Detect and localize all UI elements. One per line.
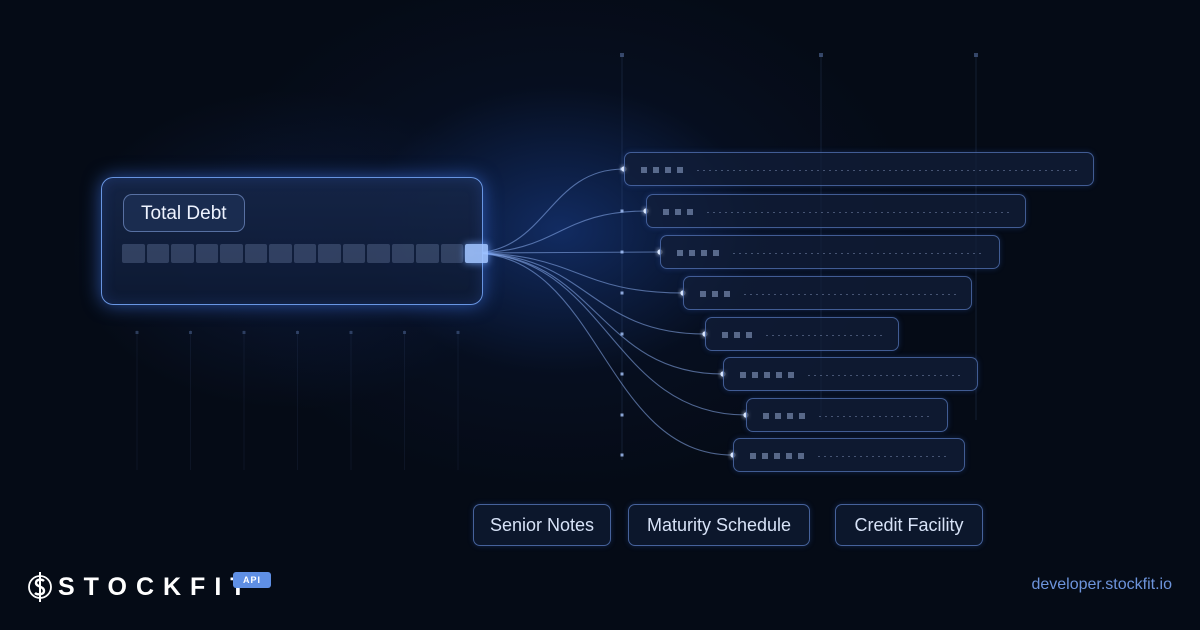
row-dotted-line (816, 455, 950, 457)
row-marker (764, 372, 770, 378)
bar-segment (440, 244, 463, 263)
row-dotted-line (817, 415, 933, 417)
row-dotted-line (764, 334, 884, 336)
connector-tick (620, 413, 624, 417)
row-marker (641, 167, 647, 173)
tag-credit-facility[interactable]: Credit Facility (835, 504, 983, 546)
row-dotted-line (695, 169, 1079, 171)
row-marker (774, 453, 780, 459)
row-marker (663, 209, 669, 215)
grid-guide-marker (403, 331, 406, 334)
row-marker (665, 167, 671, 173)
segment-bar (122, 244, 488, 263)
connector-tick (620, 453, 624, 457)
row-marker (713, 250, 719, 256)
row-marker (677, 167, 683, 173)
row-marker (734, 332, 740, 338)
row-marker (788, 372, 794, 378)
row-marker (799, 413, 805, 419)
row-marker (763, 413, 769, 419)
row-marker (798, 453, 804, 459)
row-dotted-line (705, 211, 1011, 213)
row-marker (653, 167, 659, 173)
bar-segment (367, 244, 390, 263)
grid-guide-marker (296, 331, 299, 334)
brand-logo[interactable]: STOCKFIT (28, 569, 255, 605)
row-marker (740, 372, 746, 378)
row-dotted-line (731, 252, 985, 254)
bar-segment (269, 244, 292, 263)
row-marker (775, 413, 781, 419)
dollar-s-icon (28, 570, 52, 604)
breakdown-row[interactable] (723, 357, 978, 391)
bar-segment (244, 244, 267, 263)
connector-tick (620, 332, 624, 336)
row-marker (722, 332, 728, 338)
row-dotted-line (806, 374, 963, 376)
brand-name: STOCKFIT (58, 572, 255, 601)
bar-segment (416, 244, 439, 263)
row-marker (675, 209, 681, 215)
breakdown-row[interactable] (683, 276, 972, 310)
row-marker (677, 250, 683, 256)
connector-line (470, 252, 734, 456)
grid-guide-marker (349, 331, 353, 334)
grid-guide-marker (135, 331, 139, 334)
total-debt-panel: Total Debt (101, 177, 488, 305)
bar-segment (391, 244, 414, 263)
connector-tick (620, 250, 624, 254)
grid-guide-marker (819, 53, 823, 57)
row-dotted-line (742, 293, 957, 295)
row-marker (752, 372, 758, 378)
breakdown-row[interactable] (660, 235, 1000, 269)
connector-line (470, 168, 625, 254)
breakdown-row[interactable] (746, 398, 948, 432)
row-marker (687, 209, 693, 215)
connector-line (470, 252, 684, 294)
grid-guide-marker (189, 331, 192, 334)
row-marker (786, 453, 792, 459)
api-badge: API (233, 572, 271, 588)
bar-segment (146, 244, 169, 263)
grid-guide-marker (974, 53, 978, 57)
bar-segment (220, 244, 243, 263)
breakdown-row[interactable] (705, 317, 899, 351)
tag-senior-notes[interactable]: Senior Notes (473, 504, 611, 546)
grid-guide-marker (456, 331, 460, 334)
bar-segment (342, 244, 365, 263)
breakdown-row[interactable] (733, 438, 965, 472)
bar-segment (465, 244, 488, 263)
connector-line (470, 252, 724, 375)
row-marker (689, 250, 695, 256)
row-marker (746, 332, 752, 338)
bar-segment (171, 244, 194, 263)
row-marker (724, 291, 730, 297)
row-marker (712, 291, 718, 297)
grid-guide-marker (242, 331, 246, 334)
connector-line (470, 252, 706, 335)
connector-tick (620, 209, 624, 213)
connector-tick (620, 291, 624, 295)
row-marker (776, 372, 782, 378)
connector-line (470, 252, 747, 416)
tag-maturity-schedule[interactable]: Maturity Schedule (628, 504, 810, 546)
row-marker (762, 453, 768, 459)
connector-line (470, 210, 647, 254)
connector-line (470, 251, 661, 254)
bar-segment (318, 244, 341, 263)
bar-segment (293, 244, 316, 263)
breakdown-row[interactable] (646, 194, 1026, 228)
bar-segment (195, 244, 218, 263)
grid-guide-marker (620, 53, 624, 57)
developer-link[interactable]: developer.stockfit.io (1031, 576, 1172, 593)
breakdown-row[interactable] (624, 152, 1094, 186)
row-marker (701, 250, 707, 256)
connector-tick (620, 372, 624, 376)
row-marker (700, 291, 706, 297)
row-marker (787, 413, 793, 419)
row-marker (750, 453, 756, 459)
bar-segment (122, 244, 145, 263)
panel-title: Total Debt (123, 194, 245, 232)
